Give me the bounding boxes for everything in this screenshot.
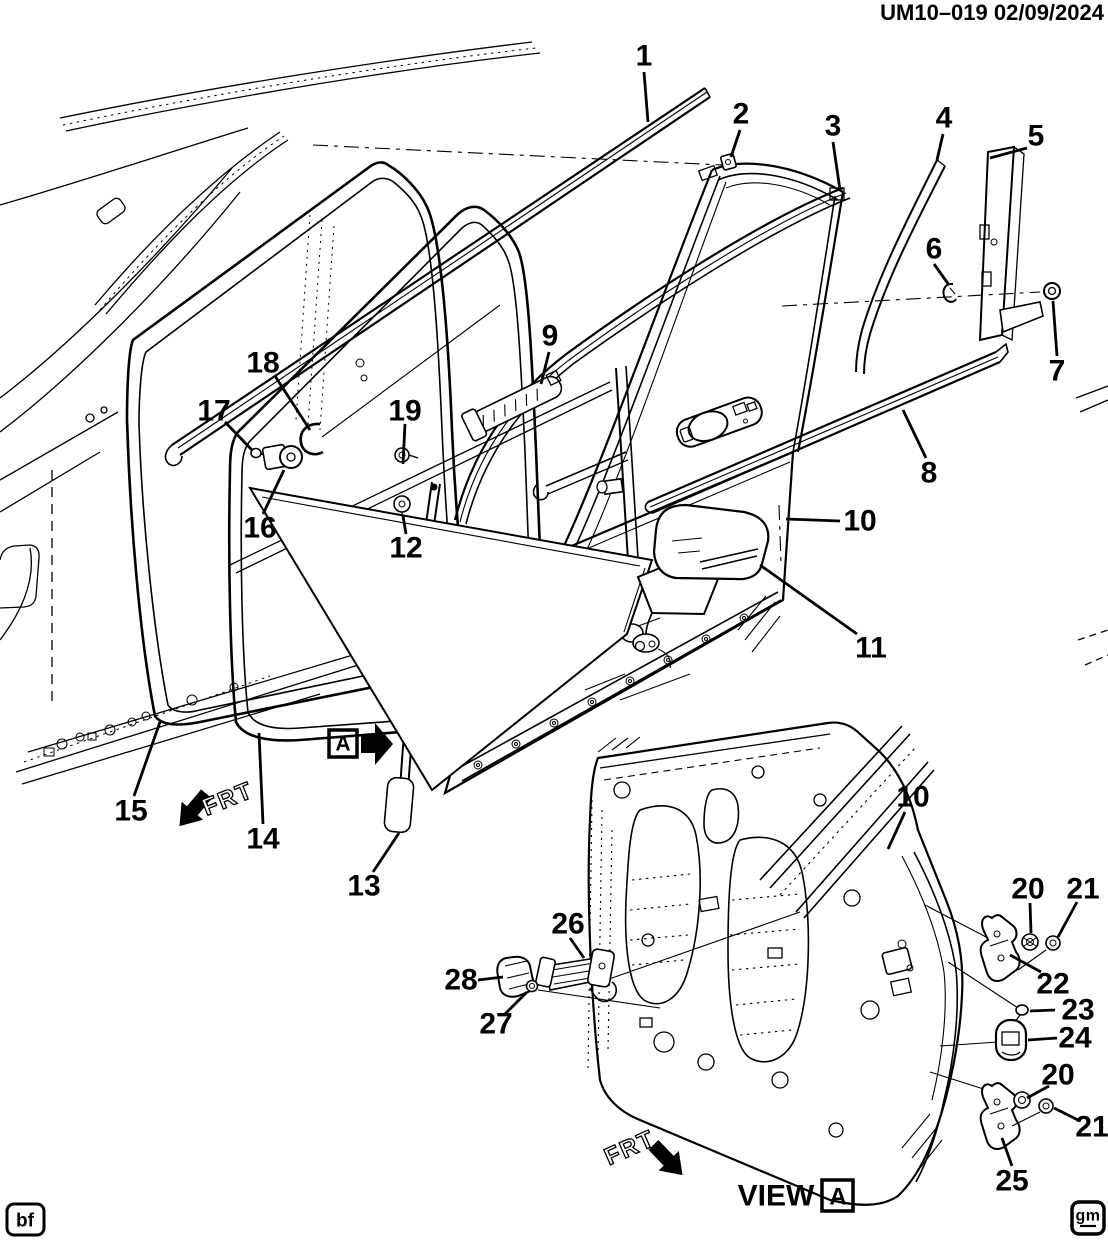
part-10-door-inner-panel-view-a <box>537 721 1019 1206</box>
part-9-channel-retainer <box>460 369 563 442</box>
callout-13: 13 <box>347 870 380 903</box>
callout-10-lower: 10 <box>896 781 929 814</box>
view-letter: A <box>829 1184 846 1211</box>
callout-leaders <box>132 71 1081 1167</box>
part-16-bracket <box>261 443 303 471</box>
callout-25: 25 <box>995 1165 1028 1198</box>
frt-label-lower: FRT <box>600 1125 659 1171</box>
callout-19: 19 <box>388 395 421 428</box>
gm-logo-text: gm <box>1076 1208 1101 1225</box>
callout-21-upper: 21 <box>1066 873 1099 906</box>
callout-7: 7 <box>1049 355 1066 388</box>
part-20-hinge-bolt-lower <box>1013 1091 1031 1109</box>
callout-24: 24 <box>1058 1022 1092 1055</box>
view-label: VIEW <box>738 1180 815 1213</box>
callout-16: 16 <box>243 512 276 545</box>
callout-6: 6 <box>926 233 943 266</box>
part-6-clip <box>942 282 957 303</box>
part-28-check-bracket <box>496 955 535 998</box>
callout-27: 27 <box>479 1008 512 1041</box>
part-25-lower-hinge <box>979 1082 1021 1150</box>
part-21-hinge-bolt-upper <box>1017 935 1061 971</box>
part-18-hook-clip <box>299 304 501 456</box>
centerline-part-1-to-clip-2 <box>312 144 723 166</box>
part-5-b-pillar-applique <box>978 145 1044 342</box>
part-24-bumper <box>994 1018 1028 1062</box>
callout-1: 1 <box>636 40 653 73</box>
frt-arrow-upper-icon <box>179 789 212 827</box>
callout-15: 15 <box>114 795 147 828</box>
part-4-front-applique-strip <box>855 159 946 375</box>
part-1-roof-drip-molding <box>164 87 711 467</box>
callout-20-lower: 20 <box>1041 1059 1074 1092</box>
callout-numbers: 1 2 3 4 5 6 7 8 9 10 11 12 13 14 15 16 1… <box>114 40 1108 1198</box>
part-11-outside-mirror <box>632 503 770 669</box>
part-3-frame-reveal-molding <box>453 186 851 525</box>
callout-5: 5 <box>1028 120 1045 153</box>
part-26-door-check <box>535 948 618 1003</box>
detail-a-letter: A <box>335 733 350 756</box>
callout-22: 22 <box>1036 968 1069 1001</box>
part-19-grommet <box>394 447 419 463</box>
callout-18: 18 <box>246 347 279 380</box>
callout-10-upper: 10 <box>843 505 876 538</box>
callout-23: 23 <box>1061 994 1094 1027</box>
bf-badge-text: bf <box>16 1211 35 1232</box>
drawing-id-header: UM10–019 02/09/2024 <box>880 0 1105 25</box>
part-7-grommet <box>1043 282 1061 300</box>
view-a-caption: VIEW A <box>738 1178 855 1213</box>
callout-14: 14 <box>246 823 280 856</box>
callout-4: 4 <box>936 102 953 135</box>
callout-26: 26 <box>551 908 584 941</box>
callout-17: 17 <box>197 395 230 428</box>
callout-20-upper: 20 <box>1011 873 1044 906</box>
callout-2: 2 <box>733 98 750 131</box>
part-27-check-bolt <box>525 979 539 993</box>
callout-28: 28 <box>444 964 477 997</box>
door-glass <box>248 486 654 792</box>
centerline-clip-6-to-grommet-7 <box>781 291 1041 307</box>
callout-21-lower: 21 <box>1075 1111 1108 1144</box>
frt-arrow-lower-icon <box>648 1140 683 1176</box>
callout-8: 8 <box>921 457 938 490</box>
gm-logo: gm <box>1070 1200 1106 1236</box>
part-8-belt-molding <box>644 342 1009 515</box>
callout-12: 12 <box>389 532 422 565</box>
part-21-hinge-bolt-lower <box>1011 1098 1054 1127</box>
door-handle <box>675 396 763 448</box>
callout-11: 11 <box>855 632 887 665</box>
detail-a-arrow-icon <box>361 723 393 765</box>
frt-label-upper: FRT <box>199 777 258 822</box>
detail-a-marker: A <box>327 723 393 765</box>
callout-9: 9 <box>542 320 559 353</box>
part-2-clip <box>720 153 737 171</box>
frt-direction-marker-upper: FRT <box>179 776 258 827</box>
bf-badge: bf <box>5 1202 46 1237</box>
part-20-hinge-bolt-upper <box>1021 933 1039 951</box>
callout-3: 3 <box>825 110 842 143</box>
part-22-upper-hinge <box>979 914 1021 982</box>
